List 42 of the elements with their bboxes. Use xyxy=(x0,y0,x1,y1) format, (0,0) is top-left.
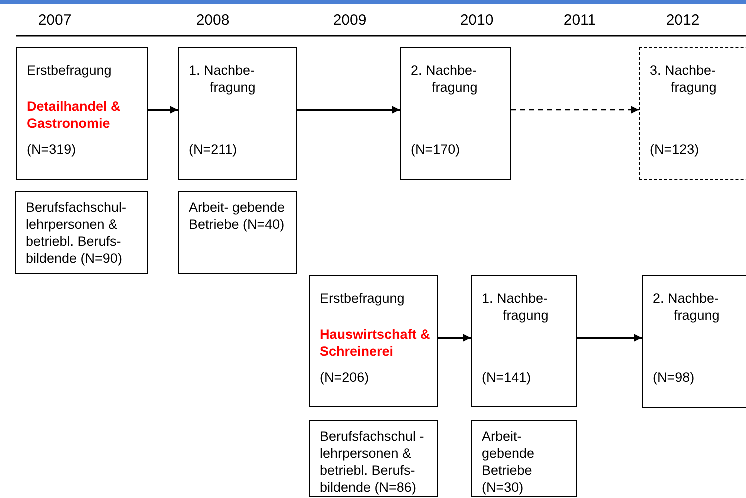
survey-box xyxy=(16,47,148,180)
sector-label: Hauswirtschaft & Schreinerei xyxy=(320,326,432,360)
planned-survey-box xyxy=(639,47,746,180)
arrow xyxy=(438,334,471,342)
year-label: 2011 xyxy=(564,12,596,29)
box-text: (N=98) xyxy=(653,369,696,386)
sector-label: Detailhandel & Gastronomie xyxy=(27,98,122,132)
wave-label: 3. Nachbe- fragung xyxy=(650,62,718,96)
arrow xyxy=(511,106,639,114)
box-text: (N=123) xyxy=(650,141,700,158)
box-text: Arbeit- gebende Betriebe (N=40) xyxy=(189,199,286,233)
survey-box xyxy=(15,191,148,274)
survey-box xyxy=(642,275,746,408)
box-text: (N=141) xyxy=(482,369,532,386)
wave-label: 2. Nachbe- fragung xyxy=(653,290,721,324)
survey-box xyxy=(400,47,511,180)
box-text: Erstbefragung xyxy=(27,62,113,79)
wave-label: 1. Nachbe- fragung xyxy=(482,290,550,324)
survey-box xyxy=(471,420,577,497)
wave-label: 1. Nachbe- fragung xyxy=(189,62,257,96)
box-text: (N=319) xyxy=(27,141,78,158)
survey-box xyxy=(309,275,438,407)
arrow xyxy=(297,106,400,114)
year-label: 2008 xyxy=(196,12,230,29)
year-label: 2007 xyxy=(38,12,72,29)
survey-box xyxy=(178,47,297,180)
box-text: (N=170) xyxy=(411,141,462,158)
box-text: Arbeit- gebende Betriebe (N=30) xyxy=(482,428,536,496)
wave-label: 2. Nachbe- fragung xyxy=(411,62,479,96)
survey-box xyxy=(309,420,438,497)
year-label: 2009 xyxy=(333,12,367,29)
year-label: 2012 xyxy=(666,12,700,29)
box-text: Erstbefragung xyxy=(320,290,406,307)
box-text: (N=211) xyxy=(189,141,238,158)
survey-box xyxy=(178,191,297,274)
year-label: 2010 xyxy=(460,12,494,29)
box-text: Berufsfachschul- lehrpersonen & betriebl. Berufs- bildende (N=90) xyxy=(26,199,128,267)
box-text: (N=206) xyxy=(320,369,370,386)
arrow xyxy=(577,334,642,342)
arrow xyxy=(148,106,178,114)
box-text: Berufsfachschul -lehrpersonen & betriebl. Berufs- bildende (N=86) xyxy=(320,428,426,496)
survey-box xyxy=(471,275,577,407)
